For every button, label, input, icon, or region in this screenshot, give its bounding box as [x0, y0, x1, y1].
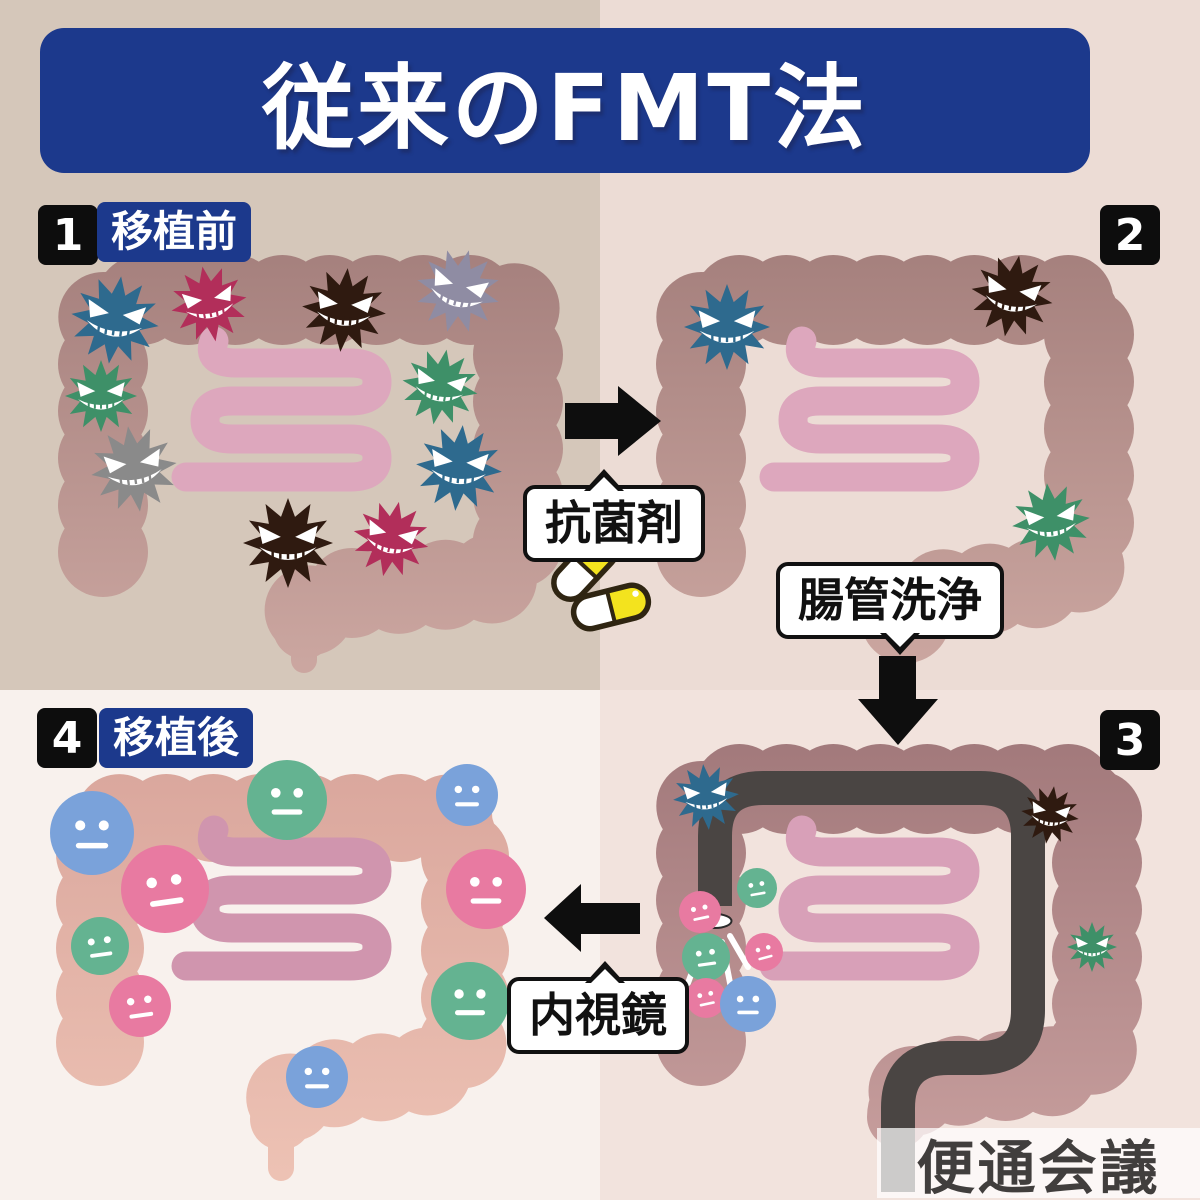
harmful-bacterium-icon: [402, 349, 478, 425]
harmful-bacterium-icon: [65, 360, 137, 432]
title-banner: 従来のFMT法: [40, 28, 1090, 173]
harmful-bacterium-icon: [417, 250, 499, 332]
beneficial-bacterium-icon: [686, 978, 726, 1018]
harmful-bacterium-icon: [302, 268, 386, 352]
beneficial-bacterium-icon: [679, 891, 721, 933]
harmful-bacterium-icon: [971, 255, 1053, 337]
harmful-bacterium-icon: [1021, 786, 1079, 844]
page-title: 従来のFMT法: [261, 55, 869, 162]
watermark: 便通会議: [877, 1128, 1200, 1200]
beneficial-bacterium-icon: [737, 868, 777, 908]
step-3-badge: 3: [1100, 710, 1160, 770]
beneficial-bacterium-icon: [436, 764, 498, 826]
beneficial-bacterium-icon: [431, 962, 509, 1040]
capsule-icon: [570, 582, 652, 632]
step-2-badge: 2: [1100, 205, 1160, 265]
harmful-bacterium-icon: [673, 764, 739, 830]
endoscope-label: 内視鏡: [507, 961, 689, 1054]
beneficial-bacterium-icon: [247, 760, 327, 840]
harmful-bacterium-icon: [243, 498, 333, 588]
arrow-down-icon: [858, 656, 938, 745]
small-intestine: [171, 815, 392, 981]
arrow-right-icon: [565, 386, 661, 456]
beneficial-bacterium-icon: [745, 933, 783, 971]
small-intestine: [759, 326, 980, 492]
beneficial-bacterium-icon: [446, 849, 526, 929]
beneficial-bacterium-icon: [720, 976, 776, 1032]
harmful-bacterium-icon: [71, 276, 159, 364]
beneficial-bacterium-icon: [682, 933, 730, 981]
harmful-bacterium-icon: [1067, 922, 1117, 972]
step-4-badge: 4: [37, 708, 97, 768]
harmful-bacterium-icon: [684, 284, 770, 370]
harmful-bacterium-icon: [91, 426, 177, 512]
lavage-label: 腸管洗浄: [776, 562, 1004, 655]
antibacterial-label: 抗菌剤: [523, 469, 705, 562]
harmful-bacterium-icon: [171, 266, 247, 342]
beneficial-bacterium-icon: [286, 1046, 348, 1108]
arrow-left-icon: [544, 884, 640, 952]
beneficial-bacterium-icon: [109, 975, 171, 1037]
harmful-bacterium-icon: [1012, 483, 1090, 561]
beneficial-bacterium-icon: [50, 791, 134, 875]
small-intestine: [171, 326, 392, 492]
step-1-badge: 1: [38, 205, 98, 265]
small-intestine: [759, 815, 980, 981]
step-1-tag: 移植前: [97, 202, 252, 263]
beneficial-bacterium-icon: [71, 917, 129, 975]
beneficial-bacterium-icon: [121, 845, 209, 933]
harmful-bacterium-icon: [416, 425, 502, 511]
harmful-bacterium-icon: [353, 501, 429, 577]
step-4-tag: 移植後: [99, 708, 254, 769]
